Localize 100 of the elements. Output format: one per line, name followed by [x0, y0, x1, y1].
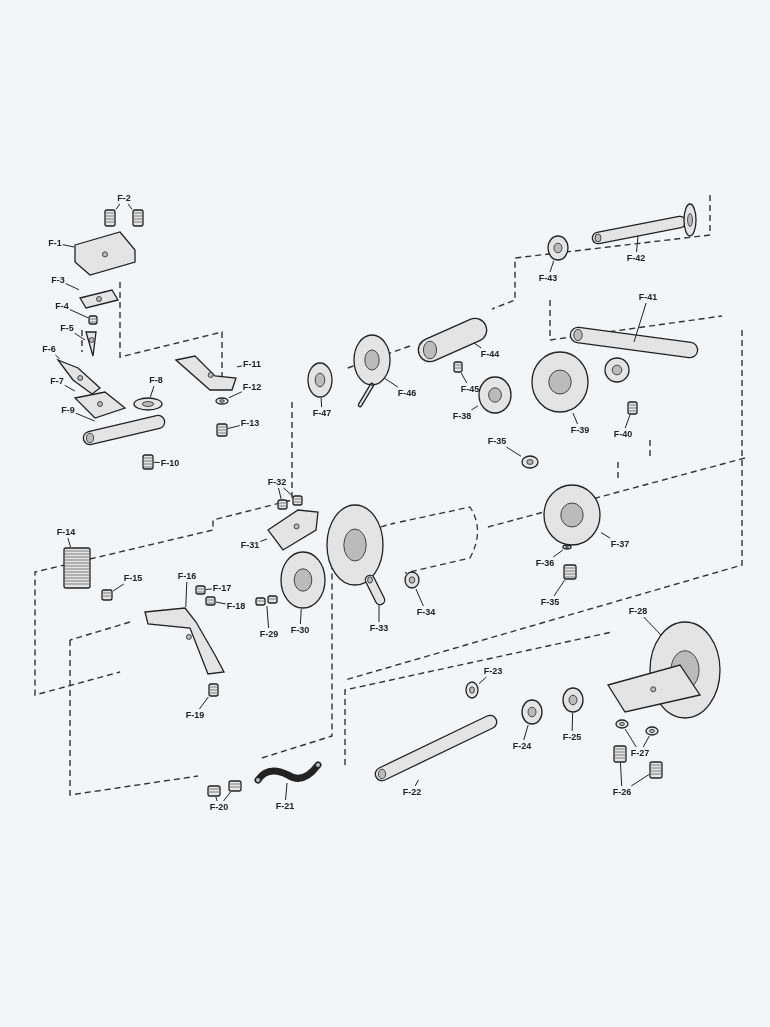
leader-line — [505, 446, 522, 457]
callout-number: F-26 — [612, 787, 632, 797]
callout-number: F-10 — [160, 458, 180, 468]
callout-number: F-39 — [570, 425, 590, 435]
spring-drawing — [531, 351, 589, 413]
leader-line — [549, 260, 555, 273]
leader-line — [523, 724, 529, 741]
plate-drawing — [82, 414, 166, 446]
washer-drawing — [215, 397, 229, 405]
screw-drawing — [277, 499, 288, 510]
leader-line — [62, 244, 75, 248]
feed-dog-drawing — [73, 391, 127, 419]
callout-number: F-3 — [51, 275, 65, 285]
leader-line — [470, 405, 479, 411]
spring-drawing — [521, 455, 539, 469]
callout-number: F-33 — [369, 623, 389, 633]
leader-line — [383, 377, 399, 388]
callout-number: F-27 — [630, 748, 650, 758]
arm-drawing — [569, 326, 699, 383]
callout-number: F-30 — [290, 625, 310, 635]
callout-number: F-28 — [628, 606, 648, 616]
callout-number: F-11 — [243, 359, 261, 369]
callout-number: F-35 — [540, 597, 560, 607]
bracket-drawing — [267, 509, 319, 551]
disk-drawing — [280, 551, 326, 609]
leader-line — [633, 302, 647, 343]
screw-drawing — [228, 780, 242, 792]
callout-number: F-40 — [613, 429, 633, 439]
screw-drawing — [292, 495, 303, 506]
screw-drawing — [208, 683, 219, 697]
bracket-drawing — [254, 761, 322, 784]
leader-line — [571, 712, 574, 732]
callout-number: F-42 — [626, 253, 646, 263]
leader-line — [636, 235, 639, 253]
pin-drawing — [101, 589, 113, 601]
spring-drawing — [563, 564, 577, 580]
leader-line — [228, 391, 243, 399]
callout-number: F-46 — [397, 388, 417, 398]
callout-number: F-18 — [226, 601, 246, 611]
callout-number: F-31 — [240, 540, 260, 550]
leader-line — [54, 354, 61, 360]
clip-drawing — [465, 681, 479, 699]
block-drawing — [74, 231, 136, 276]
motor-drawing — [607, 621, 721, 719]
callout-number: F-2 — [117, 193, 131, 203]
screw-drawing — [142, 454, 154, 470]
lever-drawing — [144, 607, 225, 675]
callout-number: F-14 — [56, 527, 76, 537]
leader-line — [185, 581, 188, 608]
callout-number: F-16 — [177, 571, 197, 581]
screw-drawing — [104, 209, 116, 227]
leader-line — [69, 309, 89, 319]
leader-line — [127, 203, 133, 210]
leader-line — [415, 588, 424, 607]
callout-number: F-5 — [60, 323, 74, 333]
callout-number: F-19 — [185, 710, 205, 720]
leader-line — [277, 487, 282, 500]
callout-number: F-17 — [212, 583, 232, 593]
callout-number: F-34 — [416, 607, 436, 617]
leader-line — [473, 342, 482, 349]
callout-number: F-37 — [610, 539, 630, 549]
callout-number: F-45 — [460, 384, 480, 394]
leader-line — [624, 728, 637, 748]
leader-line — [643, 616, 662, 636]
washer-drawing — [521, 699, 543, 725]
leader-line — [215, 796, 218, 802]
callout-number: F-24 — [512, 741, 532, 751]
callout-number: F-4 — [55, 301, 69, 311]
washer-drawing — [645, 726, 659, 736]
callout-number: F-13 — [240, 418, 260, 428]
screw-drawing — [453, 361, 463, 373]
screw-drawing — [207, 785, 221, 797]
leader-line — [215, 601, 227, 605]
leader-line — [552, 549, 564, 558]
leader-line — [460, 372, 468, 384]
leader-line — [115, 203, 121, 210]
leader-line — [223, 791, 231, 802]
callout-number: F-9 — [61, 405, 75, 415]
leader-line — [299, 608, 302, 625]
screw-drawing — [88, 315, 98, 325]
spring-plate-drawing — [174, 355, 237, 391]
callout-number: F-15 — [123, 573, 143, 583]
callout-number: F-23 — [483, 666, 503, 676]
ring-drawing — [307, 362, 333, 398]
leader-line — [205, 588, 213, 590]
washer-drawing — [615, 719, 629, 729]
callout-number: F-21 — [275, 801, 295, 811]
screw-drawing — [205, 596, 216, 606]
leader-line — [266, 605, 270, 629]
screws-drawing — [255, 595, 278, 606]
callout-number: F-25 — [562, 732, 582, 742]
leader-line — [65, 283, 80, 291]
callout-number: F-8 — [149, 375, 163, 385]
leader-line — [112, 583, 125, 592]
leader-line — [619, 762, 623, 787]
leader-line — [227, 425, 241, 429]
pin-drawing — [85, 331, 97, 357]
plate-drawing — [79, 289, 119, 309]
callout-number: F-44 — [480, 349, 500, 359]
leader-line — [259, 538, 268, 542]
